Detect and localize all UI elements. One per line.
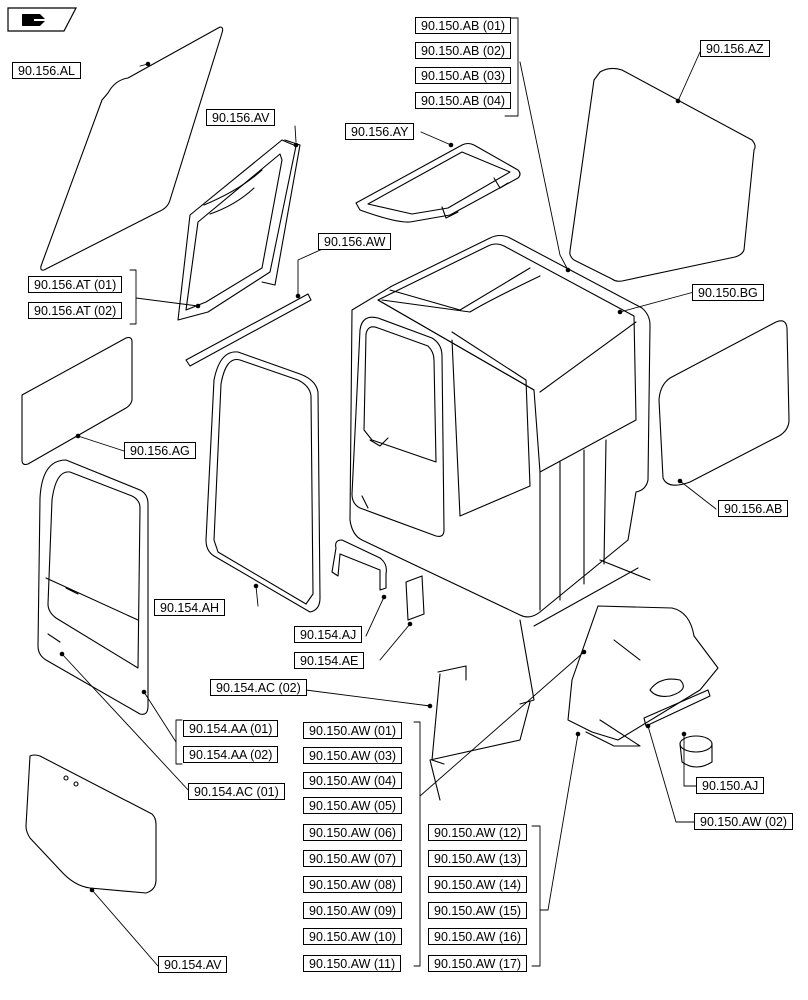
callout-90-150-aw-07[interactable]: 90.150.AW (07) bbox=[303, 850, 403, 867]
roof-hatch-ay bbox=[355, 142, 521, 223]
callout-90-156-ab[interactable]: 90.156.AB bbox=[718, 500, 789, 517]
callout-90-154-aj[interactable]: 90.154.AJ bbox=[294, 626, 363, 643]
handle-aj bbox=[331, 539, 387, 591]
callout-90-150-aw-13[interactable]: 90.150.AW (13) bbox=[428, 850, 528, 867]
callout-90-150-aw-12[interactable]: 90.150.AW (12) bbox=[428, 824, 528, 841]
callout-90-156-ay[interactable]: 90.156.AY bbox=[345, 123, 415, 140]
callout-90-156-ag[interactable]: 90.156.AG bbox=[124, 442, 196, 459]
callout-90-150-aw-16[interactable]: 90.150.AW (16) bbox=[428, 928, 528, 945]
glass-panel-az bbox=[569, 67, 756, 282]
callout-90-154-aa-01[interactable]: 90.154.AA (01) bbox=[183, 720, 279, 737]
window-frame-av bbox=[177, 139, 301, 321]
callout-90-150-ab-03[interactable]: 90.150.AB (03) bbox=[415, 67, 512, 84]
callout-90-154-ac-02[interactable]: 90.154.AC (02) bbox=[210, 679, 307, 696]
callout-90-156-al[interactable]: 90.156.AL bbox=[12, 62, 81, 79]
callout-90-150-ab-04[interactable]: 90.150.AB (04) bbox=[415, 92, 512, 109]
book-arrow-icon[interactable] bbox=[7, 7, 77, 32]
callout-90-150-aw-10[interactable]: 90.150.AW (10) bbox=[303, 928, 403, 945]
callout-90-150-aw-14[interactable]: 90.150.AW (14) bbox=[428, 876, 528, 893]
callout-90-150-bg[interactable]: 90.150.BG bbox=[692, 284, 764, 301]
callout-90-156-az[interactable]: 90.156.AZ bbox=[700, 40, 770, 57]
callout-90-150-ab-01[interactable]: 90.150.AB (01) bbox=[415, 17, 512, 34]
glass-panel-ab bbox=[658, 320, 790, 486]
callout-90-154-ac-01[interactable]: 90.154.AC (01) bbox=[188, 783, 285, 800]
callout-90-150-ab-02[interactable]: 90.150.AB (02) bbox=[415, 42, 512, 59]
callout-90-156-aw[interactable]: 90.156.AW bbox=[318, 233, 392, 250]
callout-90-150-aw-17[interactable]: 90.150.AW (17) bbox=[428, 955, 528, 972]
leader-lines bbox=[61, 17, 717, 967]
callout-90-150-aw-01[interactable]: 90.150.AW (01) bbox=[303, 722, 403, 739]
bracket-ac bbox=[431, 665, 467, 765]
floor-plate bbox=[567, 605, 719, 747]
callout-90-156-at-01[interactable]: 90.156.AT (01) bbox=[28, 276, 123, 293]
callout-90-150-aw-06[interactable]: 90.150.AW (06) bbox=[303, 824, 403, 841]
glass-panel-av154 bbox=[25, 754, 157, 894]
callout-90-154-aa-02[interactable]: 90.154.AA (02) bbox=[183, 746, 279, 763]
cab-body-bg bbox=[349, 234, 651, 627]
glass-panel-al bbox=[40, 26, 224, 271]
callout-90-150-aw-02[interactable]: 90.150.AW (02) bbox=[694, 813, 794, 830]
glass-panel-ag bbox=[21, 336, 133, 466]
callout-90-150-aw-08[interactable]: 90.150.AW (08) bbox=[303, 876, 403, 893]
callout-90-150-aw-15[interactable]: 90.150.AW (15) bbox=[428, 902, 528, 919]
callout-90-150-aj[interactable]: 90.150.AJ bbox=[696, 777, 765, 794]
callout-90-150-aw-09[interactable]: 90.150.AW (09) bbox=[303, 902, 403, 919]
callout-90-150-aw-05[interactable]: 90.150.AW (05) bbox=[303, 797, 403, 814]
latch-ae bbox=[405, 575, 425, 621]
callout-90-150-aw-03[interactable]: 90.150.AW (03) bbox=[303, 747, 403, 764]
motor-aj bbox=[679, 735, 713, 768]
cab-door bbox=[37, 459, 149, 715]
leader-dots bbox=[59, 61, 687, 893]
callout-90-150-aw-04[interactable]: 90.150.AW (04) bbox=[303, 772, 403, 789]
callout-90-156-av[interactable]: 90.156.AV bbox=[206, 109, 276, 126]
callout-90-150-aw-11[interactable]: 90.150.AW (11) bbox=[303, 955, 402, 972]
callout-90-154-ah[interactable]: 90.154.AH bbox=[154, 599, 226, 616]
door-seal-ah bbox=[205, 351, 321, 613]
rubber-strip-aw bbox=[185, 293, 312, 367]
callout-90-154-ae[interactable]: 90.154.AE bbox=[294, 652, 365, 669]
callout-90-154-av[interactable]: 90.154.AV bbox=[158, 956, 228, 973]
callout-90-156-at-02[interactable]: 90.156.AT (02) bbox=[28, 302, 123, 319]
